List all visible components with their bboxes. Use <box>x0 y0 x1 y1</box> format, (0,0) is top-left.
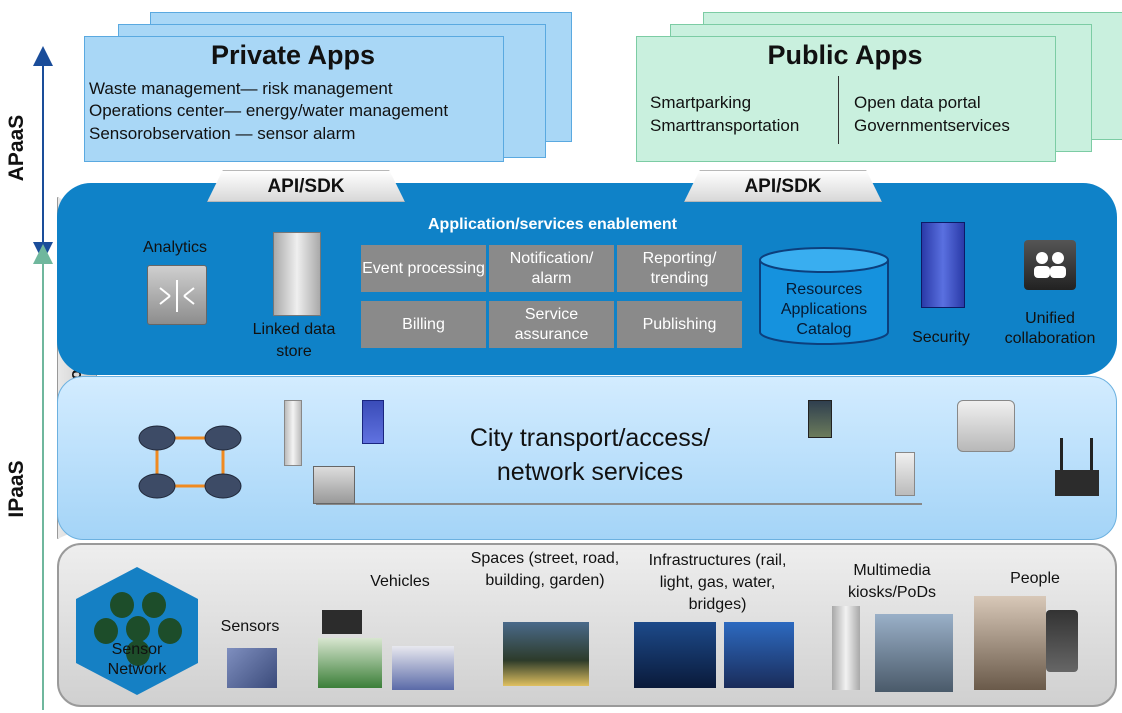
camera-housing-icon <box>957 400 1015 452</box>
network-layer <box>57 376 1117 540</box>
server-icon <box>273 232 321 316</box>
wireless-ap-icon <box>284 400 302 466</box>
network-baseline <box>316 503 922 505</box>
public-app-line: Governmentservices <box>854 116 1010 135</box>
billing-cell: Billing <box>361 301 486 348</box>
ipaas-label: IPaaS <box>5 460 28 518</box>
network-title-line2: network services <box>496 458 684 486</box>
notification-alarm-cell: Notification/ alarm <box>489 245 614 292</box>
analytics-icon <box>147 265 207 325</box>
people-label: People <box>1010 570 1060 587</box>
sensor-photo <box>227 648 277 688</box>
api-sdk-tab-right: API/SDK <box>684 170 882 202</box>
street-lights-photo <box>634 622 716 688</box>
unified-collaboration-label: Unified collaboration <box>1004 310 1096 347</box>
sensors-label: Sensors <box>220 618 280 635</box>
private-app-line: Operations center— energy/water manageme… <box>89 101 449 120</box>
private-apps-title: Private Apps <box>210 40 376 70</box>
security-appliance-icon <box>921 222 965 308</box>
router-antenna <box>1060 438 1063 470</box>
bridge-photo <box>724 622 794 688</box>
sensor-network-label: Sensor Network <box>107 641 167 678</box>
api-sdk-tab-left: API/SDK <box>207 170 405 202</box>
kiosks-label: Multimedia kiosks/PoDs <box>847 562 937 601</box>
event-processing-cell: Event processing <box>361 245 486 292</box>
router-antenna <box>1090 438 1093 470</box>
public-apps-title: Public Apps <box>767 40 923 70</box>
people-photo <box>974 596 1046 690</box>
infrastructures-label: Infrastructures (rail, light, gas, water… <box>648 552 787 613</box>
module-icon <box>808 400 832 438</box>
database-icon <box>759 247 889 345</box>
vehicles-label: Vehicles <box>370 573 430 590</box>
wireless-router-icon <box>1055 470 1099 496</box>
network-title-line1: City transport/access/ <box>469 424 711 452</box>
public-app-line: Smartparking <box>650 93 752 112</box>
phone-photo <box>1046 610 1078 672</box>
service-assurance-cell: Service assurance <box>489 301 614 348</box>
vehicle-router-photo <box>322 610 362 634</box>
analytics-label: Analytics <box>142 239 208 256</box>
collaboration-icon <box>1024 240 1076 290</box>
spaces-photo <box>503 622 589 686</box>
reporting-trending-cell: Reporting/ trending <box>617 245 742 292</box>
garbage-truck-photo <box>318 638 382 688</box>
catalog-label: Resources Applications Catalog <box>780 281 868 338</box>
apaas-label: APaaS <box>5 114 28 182</box>
spaces-label: Spaces (street, road, building, garden) <box>470 550 620 589</box>
private-app-line: Waste management— risk management <box>89 79 393 98</box>
switch-icon <box>362 400 384 444</box>
private-app-line: Sensorobservation — sensor alarm <box>89 124 356 143</box>
enablement-title: Application/services enablement <box>428 216 677 233</box>
public-apps-divider <box>838 76 839 144</box>
kiosk-photo <box>832 606 860 690</box>
outdoor-unit-icon <box>895 452 915 496</box>
linked-data-store-label: Linked data store <box>252 321 336 360</box>
sensor-network-hexagon <box>76 567 198 695</box>
bus-photo <box>392 646 454 690</box>
public-app-line: Smarttransportation <box>650 116 800 135</box>
public-app-line: Open data portal <box>854 93 981 112</box>
router-cluster-icon <box>138 425 242 499</box>
publishing-cell: Publishing <box>617 301 742 348</box>
gateway-icon <box>313 466 355 504</box>
pod-photo <box>875 614 953 692</box>
security-label: Security <box>912 329 970 346</box>
